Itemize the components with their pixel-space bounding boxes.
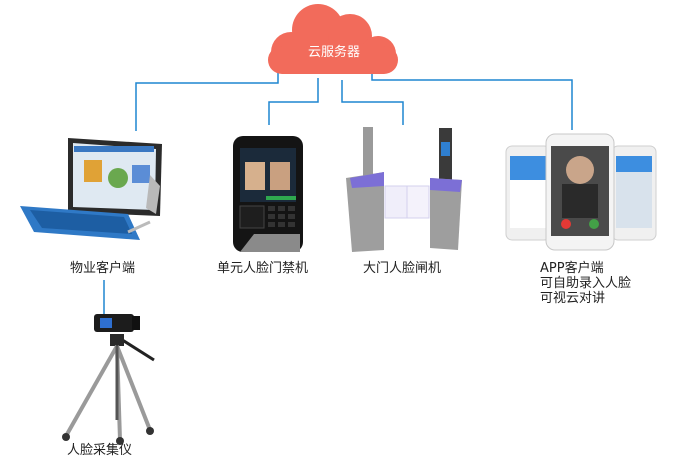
label-app-client-line2: 可自助录入人脸	[540, 276, 632, 291]
smartphones-icon	[505, 133, 657, 251]
tablet-laptop-icon	[20, 138, 162, 240]
label-app-client-line3: 可视云对讲	[540, 291, 606, 306]
camera-tripod-icon	[62, 314, 155, 445]
face-access-terminal-icon	[233, 136, 303, 252]
connectors	[103, 72, 573, 318]
label-property-client: 物业客户端	[70, 261, 136, 276]
cloud-label: 云服务器	[308, 44, 360, 60]
cloud-server-icon: 云服务器	[268, 4, 398, 74]
label-app-client-line1: APP客户端	[540, 261, 604, 276]
label-gate: 大门人脸闸机	[363, 261, 442, 276]
connector-unit-access	[268, 78, 319, 125]
connector-gate	[341, 80, 404, 125]
turnstile-gate-icon	[346, 127, 462, 252]
connector-app-client	[371, 72, 573, 130]
label-unit-access: 单元人脸门禁机	[217, 261, 309, 276]
connector-property-client	[135, 73, 279, 131]
label-collector: 人脸采集仪	[67, 443, 133, 458]
